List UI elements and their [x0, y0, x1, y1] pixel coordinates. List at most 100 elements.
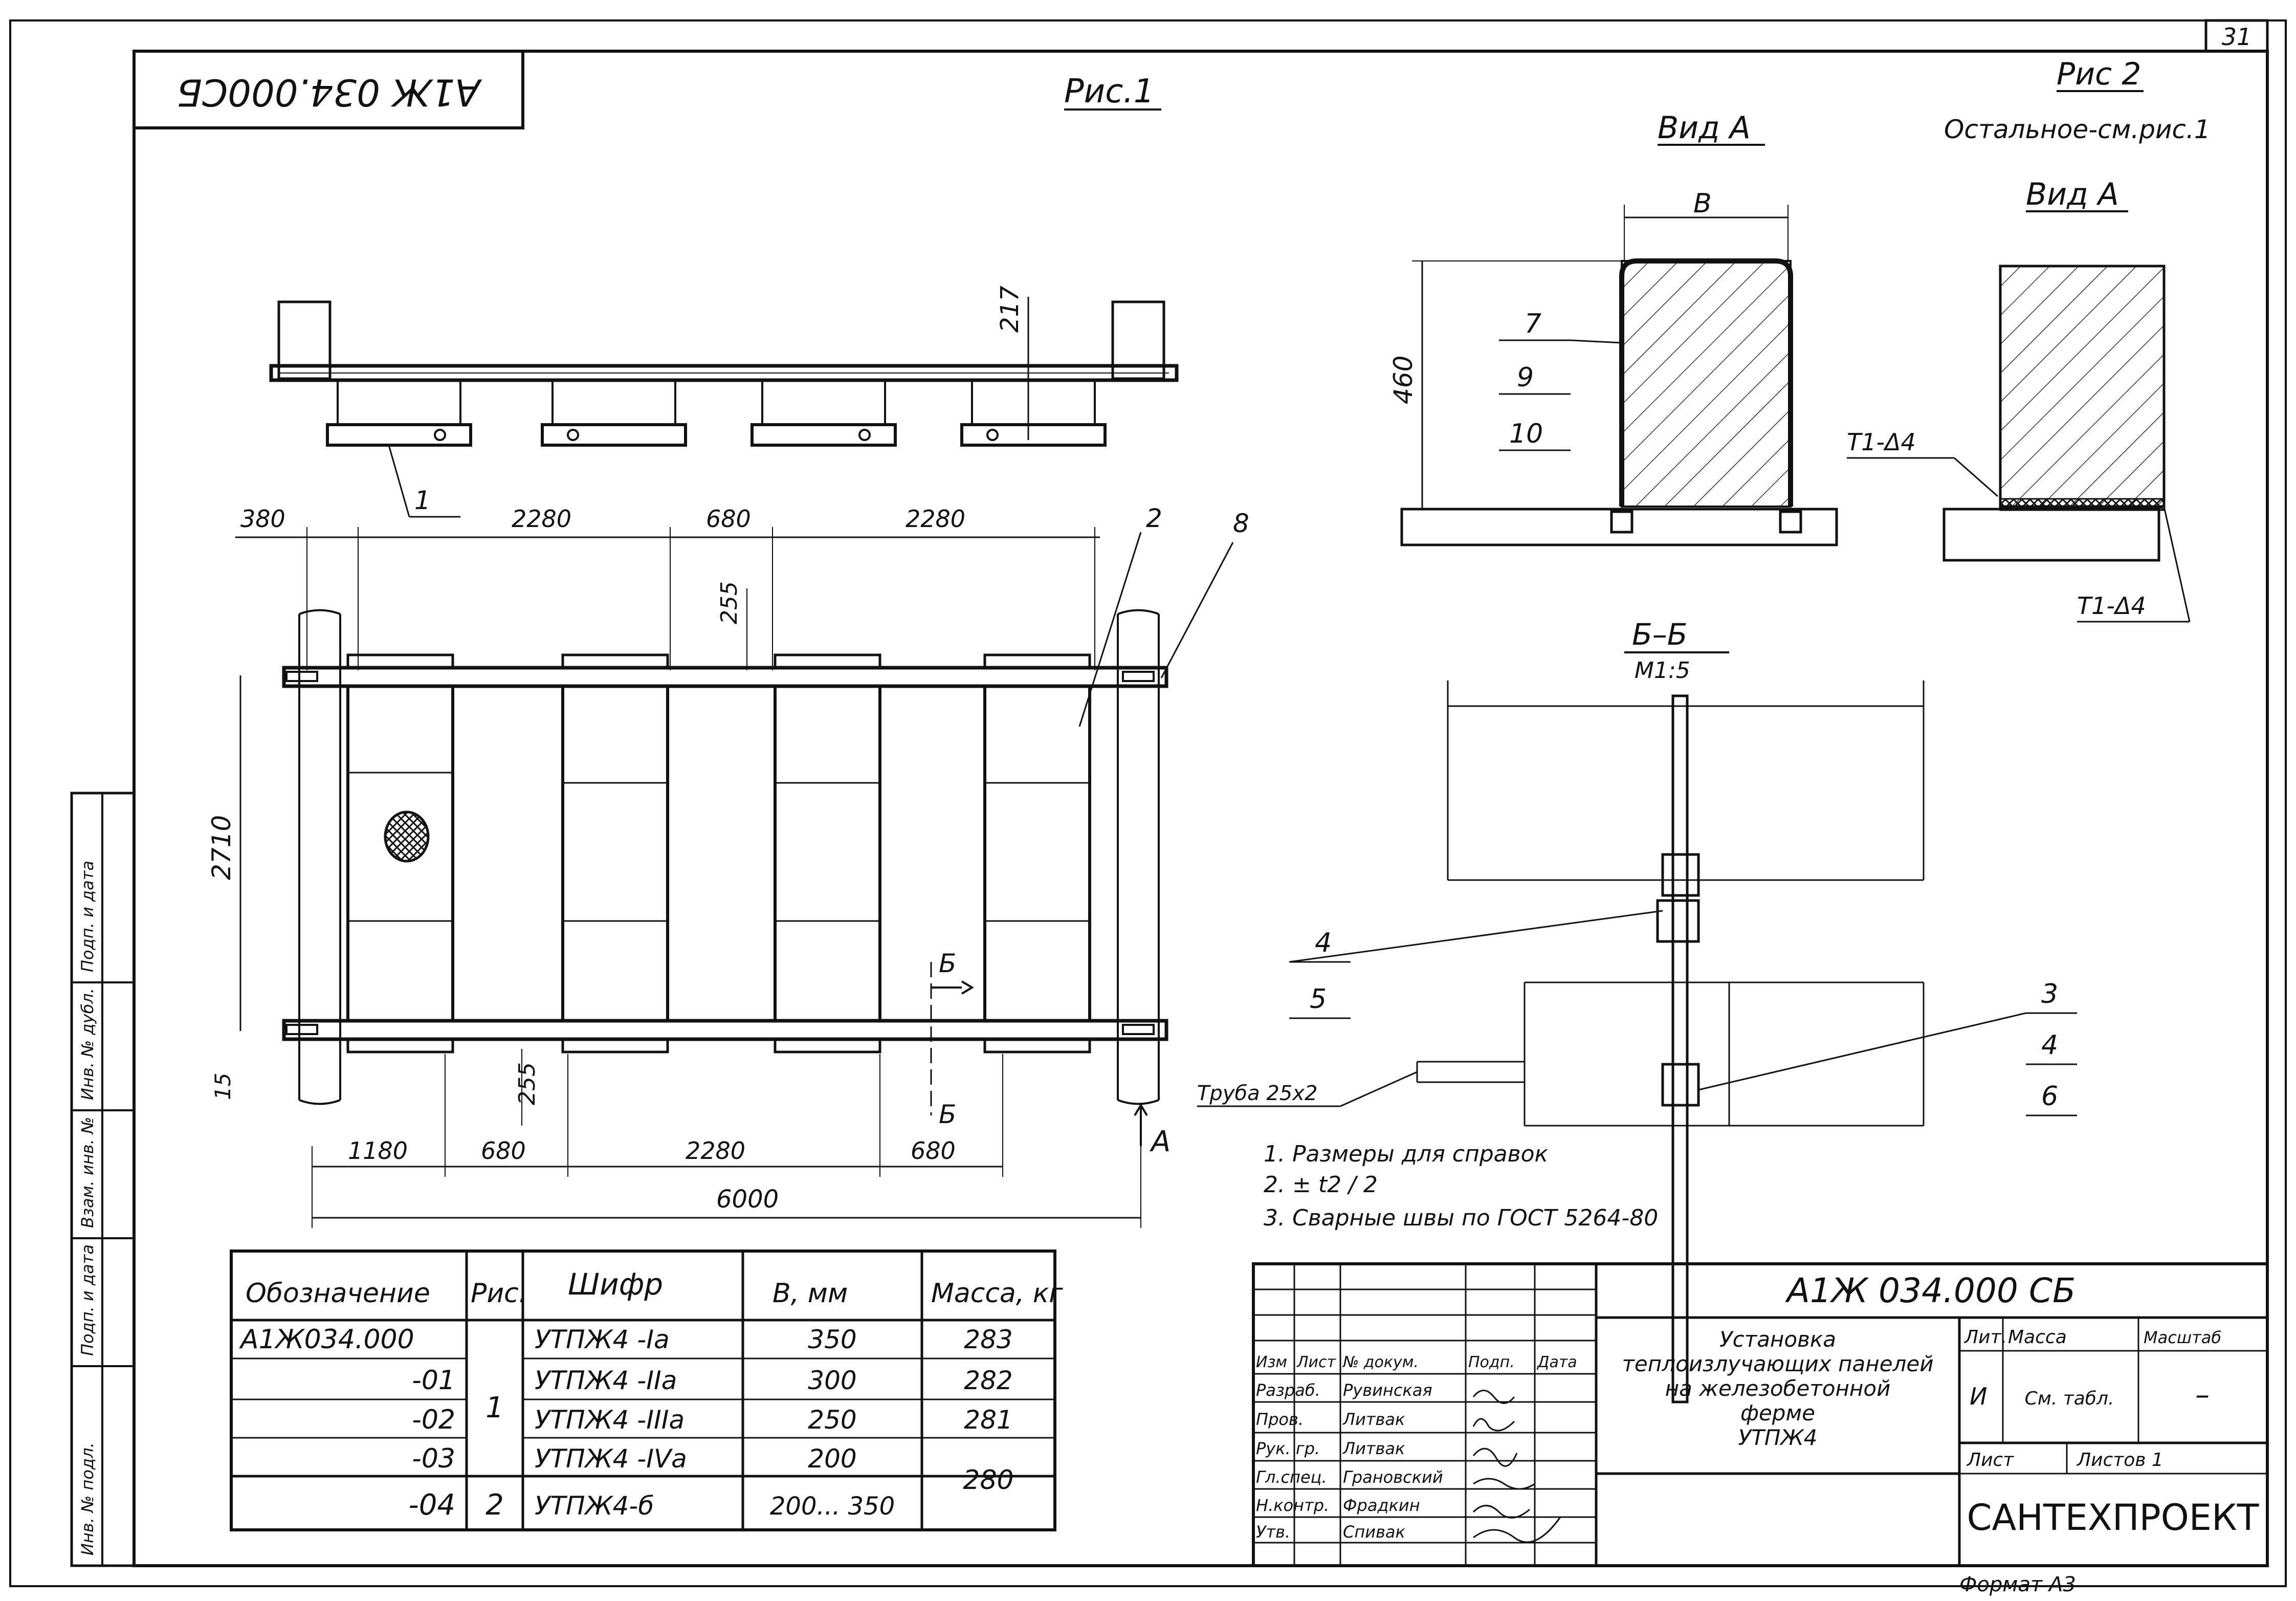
tb-name-4: Грановский: [1343, 1467, 1443, 1487]
view-a-dim-width: В: [1693, 188, 1712, 219]
view-a2-title: Вид А: [2026, 177, 2119, 212]
dim-bottom-1: 1180: [348, 1137, 408, 1165]
dim-bottom-4: 680: [911, 1137, 956, 1165]
tb-mass-header: Масса: [2008, 1327, 2067, 1348]
dim-gap-top: 255: [716, 581, 742, 624]
spec-row-3-b: 250: [808, 1405, 856, 1435]
tb-scale-value: –: [2195, 1378, 2210, 1412]
dim-edge: 15: [210, 1073, 235, 1100]
fig2-note: Остальное-см.рис.1: [1944, 115, 2211, 144]
spec-row-1-b: 350: [808, 1325, 856, 1354]
view-a: Вид А В 460 7 9 10: [1388, 110, 1838, 546]
view-a-title: Вид А: [1658, 110, 1751, 146]
tb-name-1: Рувинская: [1343, 1380, 1432, 1400]
dim-total: 6000: [716, 1185, 779, 1214]
spec-header-code: Шифр: [568, 1267, 663, 1302]
side-stamp-text-2: Подп. и дата: [78, 1244, 97, 1356]
dim-top-3: 680: [706, 505, 751, 533]
tb-col-date: Дата: [1536, 1353, 1577, 1371]
side-stamp: Инв. № подл. Подп. и дата Взам. инв. № И…: [70, 792, 136, 1567]
spec-header-designation: Обозначение: [246, 1278, 430, 1309]
tb-col-sign: Подп.: [1468, 1353, 1515, 1371]
section-callout-6: 6: [2041, 1081, 2058, 1112]
tb-lit-value: И: [1970, 1383, 1987, 1410]
sheet-number-box: [2204, 19, 2269, 53]
spec-header-b: В, мм: [772, 1278, 848, 1309]
side-stamp-text-3: Взам. инв. №: [78, 1117, 97, 1228]
callout-8: 8: [1233, 509, 1249, 538]
spec-row-1-designation: А1Ж034.000: [239, 1324, 414, 1355]
spec-row-4-b: 200: [808, 1444, 856, 1474]
spec-row-5-designation: -04: [409, 1488, 455, 1522]
view-a-callout-9: 9: [1517, 362, 1534, 393]
spec-row-3-designation: -02: [412, 1405, 455, 1435]
note-3: 3. Сварные швы по ГОСТ 5264-80: [1264, 1205, 1658, 1231]
dim-elevation: 217: [996, 286, 1024, 333]
tb-mass-value: См. табл.: [2025, 1388, 2114, 1409]
fig2-title: Рис 2: [2057, 56, 2141, 92]
tb-code: А1Ж 034.000 СБ: [1785, 1271, 2076, 1310]
spec-row-2-mass: 282: [964, 1366, 1012, 1395]
tb-role-4: Гл.спец.: [1256, 1467, 1327, 1487]
spec-row-1-code: УТПЖ4 -Iа: [535, 1325, 670, 1354]
tb-col-doc: № докум.: [1342, 1353, 1419, 1371]
spec-row-4-code: УТПЖ4 -IVа: [535, 1444, 687, 1474]
tb-org: САНТЕХПРОЕКТ: [1967, 1497, 2259, 1539]
section-callout-4: 4: [1315, 928, 1332, 958]
view-a-dim-height: 460: [1388, 356, 1418, 404]
side-stamp-text-5: Подп. и дата: [78, 861, 97, 972]
view-a-callout-7: 7: [1525, 309, 1541, 339]
spec-row-1-mass: 283: [964, 1325, 1012, 1354]
tb-col-izm: Изм: [1256, 1353, 1287, 1371]
tb-col-list: Лист: [1296, 1353, 1337, 1371]
pipe-label: Труба 25х2: [1197, 1082, 1317, 1105]
tb-name-5: Фрадкин: [1343, 1496, 1420, 1515]
tb-sheets-label: Листов 1: [2076, 1450, 2163, 1471]
dim-top-4: 2280: [906, 505, 965, 533]
plan-view: Б Б А 2 8: [282, 503, 1249, 1158]
section-mark-top: Б: [939, 949, 956, 978]
tb-scale-header: Масштаб: [2144, 1328, 2221, 1347]
callout-2: 2: [1146, 503, 1162, 533]
rotated-stamp: А1Ж 034.000СБ: [177, 71, 482, 114]
fig2-weld-1: Т1-Δ4: [1847, 428, 1916, 456]
fig1-title: Рис.1: [1064, 73, 1154, 111]
section-callout-4b: 4: [2041, 1030, 2058, 1061]
side-stamp-text-1: Инв. № подл.: [78, 1442, 97, 1555]
spec-row-3-code: УТПЖ4 -IIIа: [535, 1405, 685, 1435]
top-elevation-view: 217 1: [269, 286, 1179, 518]
spec-row-2-b: 300: [808, 1366, 856, 1395]
tb-title-3: на железобетонной: [1665, 1376, 1891, 1401]
section-callout-5: 5: [1310, 984, 1327, 1015]
dim-height: 2710: [207, 815, 236, 880]
spec-header-fig: Рис.: [471, 1278, 527, 1309]
spec-row-2-designation: -01: [412, 1365, 455, 1396]
title-block: Изм Лист № докум. Подп. Дата Разраб. Рув…: [1252, 1262, 2269, 1596]
tb-name-6: Спивак: [1343, 1522, 1406, 1542]
note-1: 1. Размеры для справок: [1264, 1141, 1548, 1167]
view-arrow-label: А: [1150, 1125, 1171, 1158]
spec-row-5-code: УТПЖ4-б: [535, 1491, 654, 1521]
spec-row-4-mass: 280: [963, 1465, 1013, 1496]
sheet-number: 31: [2222, 23, 2252, 51]
section-callout-3: 3: [2041, 979, 2058, 1010]
tb-role-5: Н.контр.: [1256, 1496, 1329, 1515]
plan-dimensions: 380 2280 680 2280 255 2710 15 255 1180 6…: [207, 505, 1141, 1228]
spec-row-2-code: УТПЖ4 -IIа: [535, 1366, 677, 1395]
tb-role-3: Рук. гр.: [1256, 1439, 1320, 1458]
spec-row-5-b: 200... 350: [770, 1492, 895, 1521]
spec-fig-1: 1: [485, 1391, 504, 1424]
section-b: Б–Б М1:5 4 5 3 4 6 Труба 25х2: [1197, 617, 2077, 1403]
dim-bottom-2: 680: [481, 1137, 526, 1165]
tb-role-2: Пров.: [1256, 1410, 1304, 1429]
spec-row-3-mass: 281: [964, 1405, 1012, 1435]
section-scale: М1:5: [1635, 657, 1690, 684]
tb-role-6: Утв.: [1256, 1522, 1290, 1542]
rotated-stamp-box: [133, 50, 524, 129]
callout-1: 1: [414, 486, 431, 515]
tb-title-2: теплоизлучающих панелей: [1622, 1351, 1933, 1376]
view-a-callout-10: 10: [1509, 419, 1543, 449]
dim-top-1: 380: [240, 505, 285, 533]
note-2: 2. ± t2 / 2: [1264, 1172, 1378, 1198]
